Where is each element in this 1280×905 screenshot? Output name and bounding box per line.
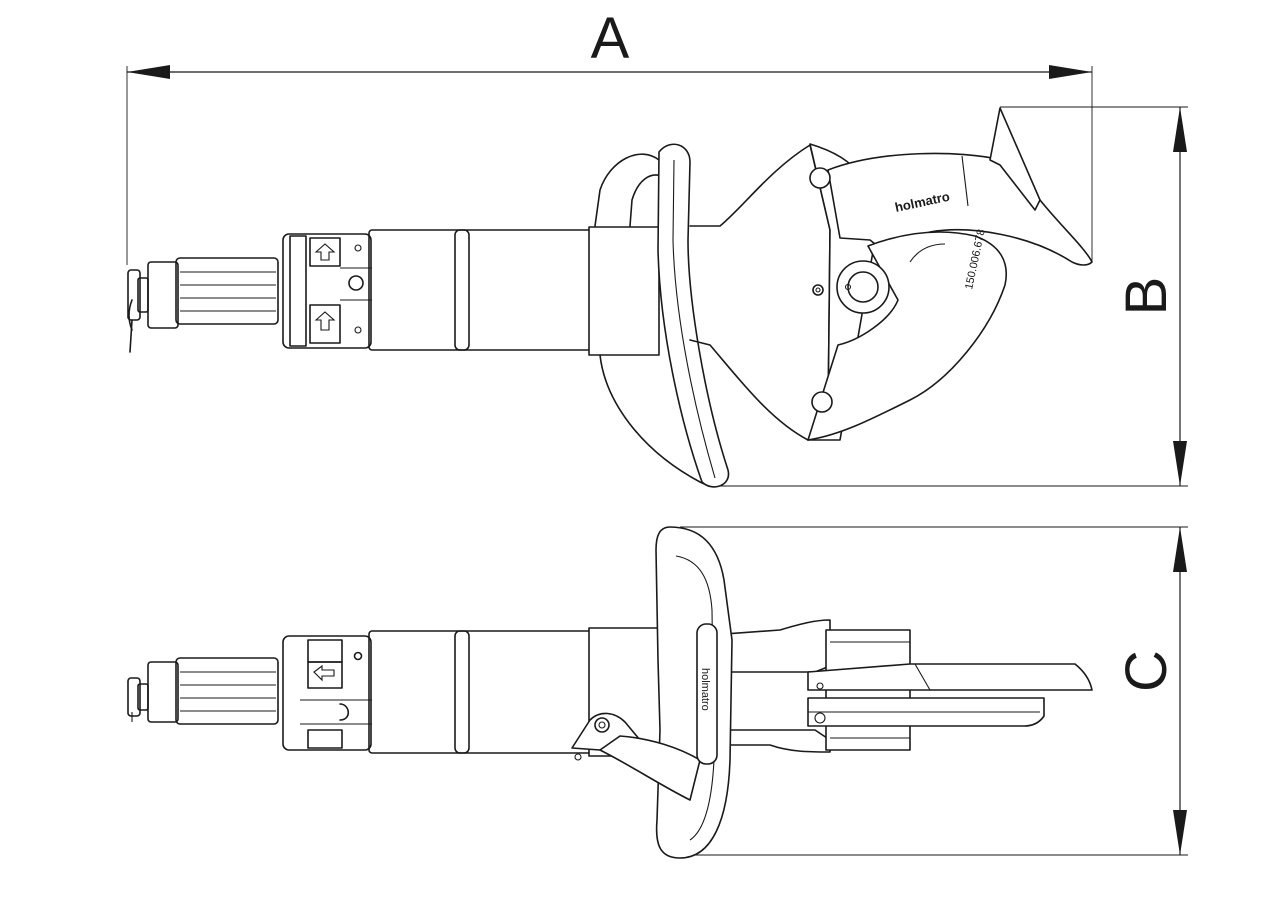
cutter-head-top [571,619,1093,761]
cylinder-body [368,226,660,356]
dimension-c: C [680,526,1188,856]
dimension-b: B [715,106,1188,487]
cutter-head-side: holmatro 150.006.678 [689,107,1093,441]
hose-coupler-top [127,661,179,723]
dimension-c-label: C [1114,650,1179,692]
hose-coupler [127,261,179,353]
cylinder-body-top [368,627,698,757]
tool-top-view: holmatro [127,526,1093,859]
control-block-top [282,635,372,751]
ribbed-grip-top [175,657,279,725]
tool-side-view: holmatro 150.006.678 [127,107,1093,488]
dimension-a-label: A [591,6,630,71]
carrying-handle-top: holmatro [599,526,733,859]
dimension-b-label: B [1114,277,1179,316]
carrying-handle-side [594,143,730,488]
dimension-a: A [126,6,1093,265]
ribbed-grip [175,257,279,325]
control-block [282,233,372,349]
brand-label-top: holmatro [699,668,711,711]
